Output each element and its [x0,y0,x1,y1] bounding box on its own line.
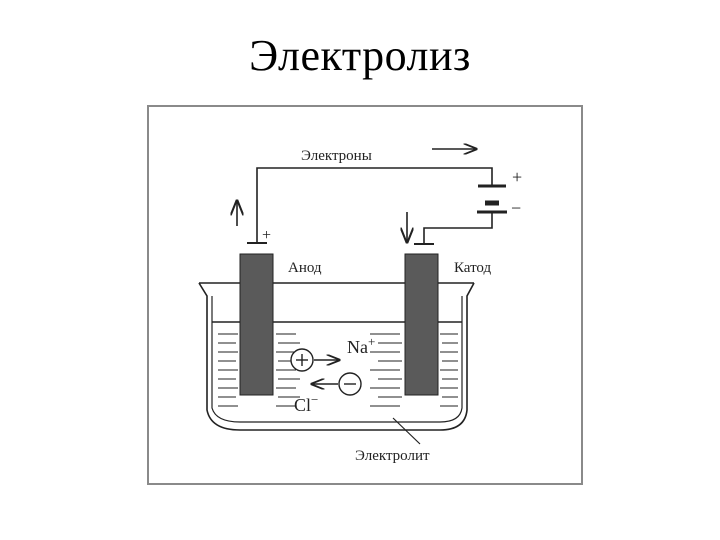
anion-label: Cl− [294,392,318,415]
anode-electrode [239,253,274,396]
anode-plus-label: + [262,227,271,244]
cation-plus-icon [290,348,314,372]
anion-minus-icon [338,372,362,396]
slide-title: Электролиз [249,31,471,80]
cathode-wire [423,212,493,243]
electrolyte-hatching [218,333,458,407]
electrolyte-label: Электролит [355,448,430,464]
cathode-electrode [404,253,439,396]
anode-wire [256,167,493,242]
battery-icon [477,184,507,214]
battery-plus-label: + [512,167,522,187]
cation-label: Na+ [347,334,375,357]
anode-label: Анод [288,260,322,276]
electrons-label: Электроны [301,148,372,164]
electrolyte-pointer [392,417,421,445]
cathode-label: Катод [454,260,492,276]
battery-minus-label: − [511,198,521,218]
